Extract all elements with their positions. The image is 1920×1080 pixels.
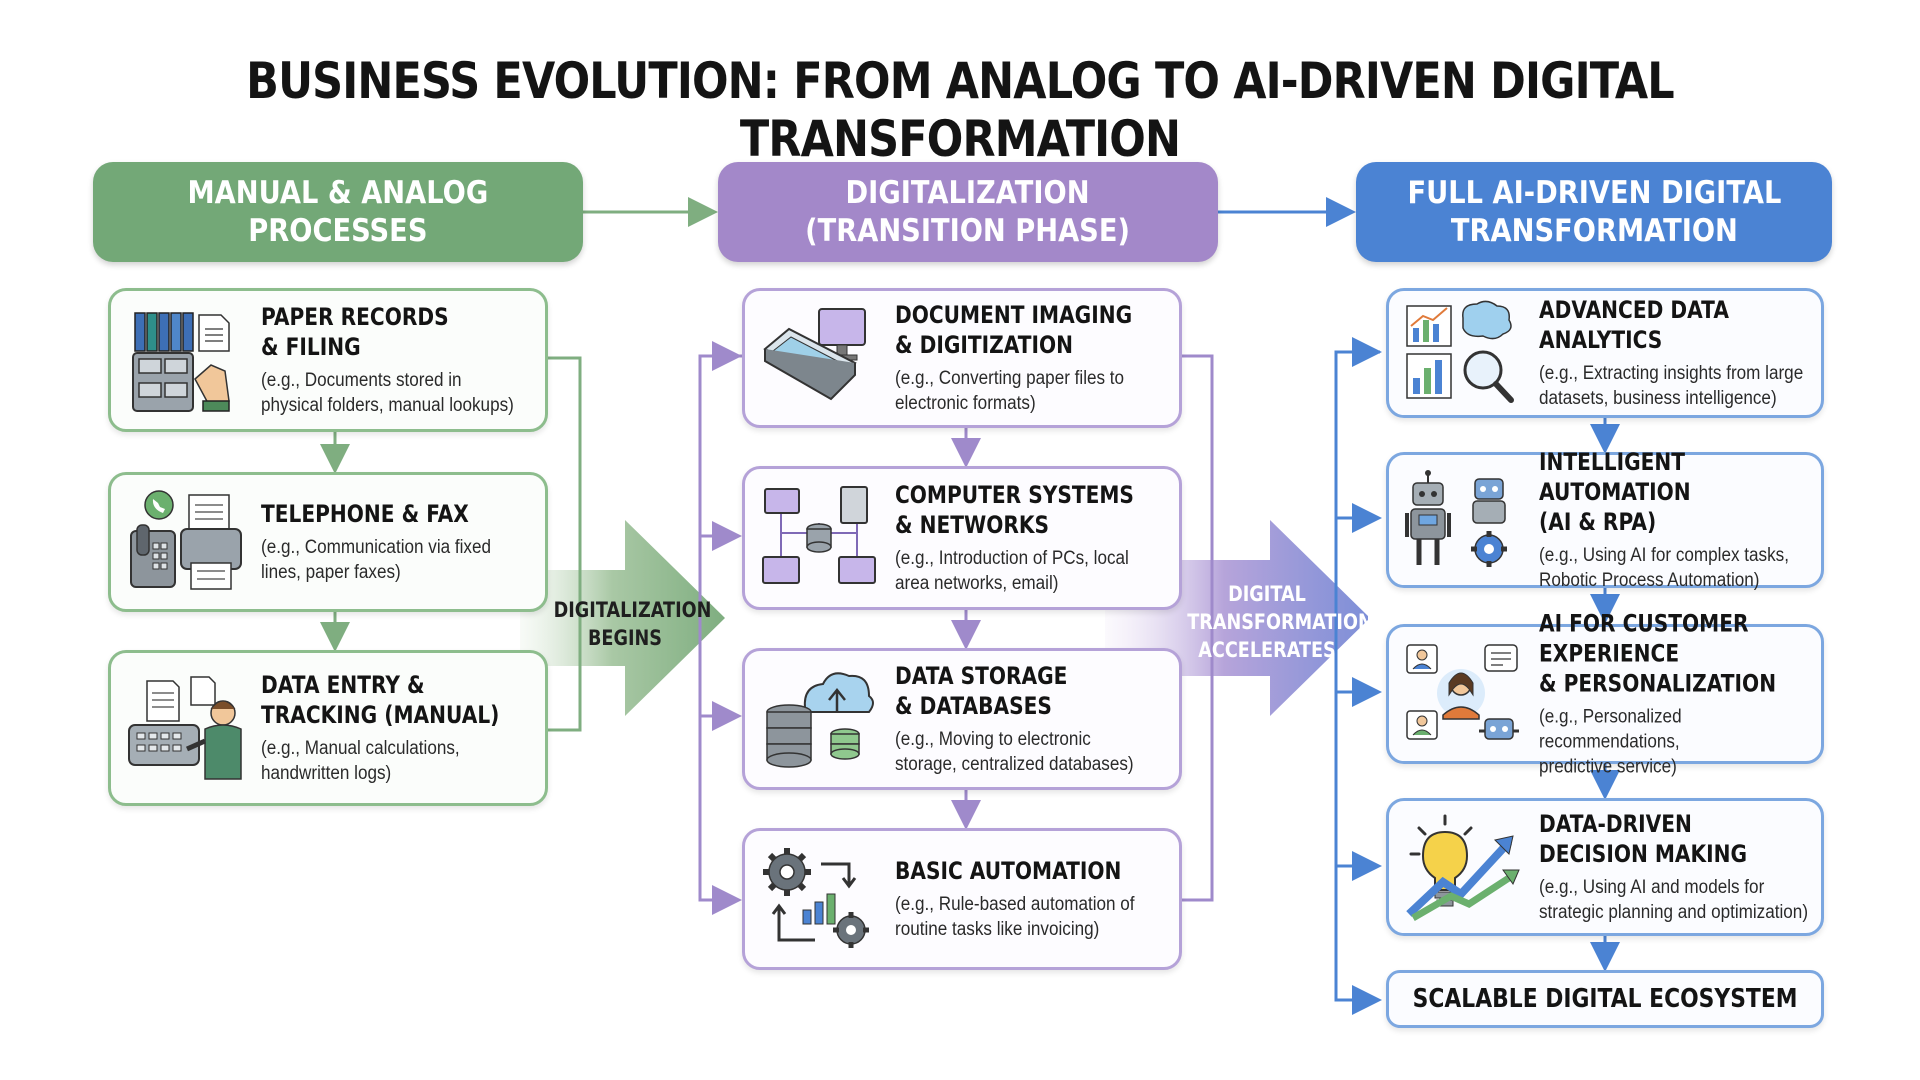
phase-header-digitalization: DIGITALIZATION (TRANSITION PHASE) — [718, 162, 1218, 262]
card-data-driven-decisions: DATA-DRIVEN DECISION MAKING (e.g., Using… — [1386, 798, 1824, 936]
customer-ai-icon — [1406, 644, 1519, 740]
network-computers-icon — [762, 486, 876, 584]
card-description: (e.g., Rule-based automation of routine … — [895, 894, 1135, 940]
page-title: BUSINESS EVOLUTION: FROM ANALOG TO AI-DR… — [246, 52, 1675, 168]
gears-cycle-icon — [763, 848, 869, 948]
scanner-monitor-icon — [763, 308, 866, 401]
card-description: (e.g., Documents stored in physical fold… — [261, 370, 514, 416]
card-title: DATA ENTRY & TRACKING (MANUAL) — [261, 671, 500, 729]
typewriter-clerk-icon — [128, 676, 242, 780]
card-title: PAPER RECORDS & FILING — [261, 303, 449, 361]
transition-label-1: DIGITALIZATION BEGINS — [553, 598, 712, 650]
card-description: (e.g., Manual calculations, handwritten … — [261, 738, 460, 784]
card-description: (e.g., Personalized recommendations, pre… — [1539, 706, 1682, 778]
card-basic-automation: BASIC AUTOMATION (e.g., Rule-based autom… — [742, 828, 1182, 970]
phase-header-manual: MANUAL & ANALOG PROCESSES — [93, 162, 583, 262]
transition-arrow-1 — [520, 520, 725, 716]
card-title: COMPUTER SYSTEMS & NETWORKS — [895, 481, 1134, 539]
card-description: (e.g., Using AI and models for strategic… — [1539, 877, 1809, 923]
lightbulb-growth-icon — [1406, 814, 1520, 922]
card-title: TELEPHONE & FAX — [261, 500, 469, 528]
card-title: BASIC AUTOMATION — [895, 857, 1122, 885]
card-intelligent-automation: INTELLIGENT AUTOMATION (AI & RPA) (e.g.,… — [1386, 448, 1824, 591]
card-description: (e.g., Communication via fixed lines, pa… — [261, 537, 492, 583]
card-computer-systems: COMPUTER SYSTEMS & NETWORKS (e.g., Intro… — [742, 466, 1182, 610]
card-title: DOCUMENT IMAGING & DIGITIZATION — [895, 301, 1133, 359]
card-data-entry: DATA ENTRY & TRACKING (MANUAL) (e.g., Ma… — [108, 650, 548, 806]
final-outcome-box: SCALABLE DIGITAL ECOSYSTEM — [1386, 970, 1824, 1028]
telephone-fax-icon — [130, 490, 242, 590]
card-title: DATA-DRIVEN DECISION MAKING — [1539, 810, 1748, 868]
card-customer-experience: AI FOR CUSTOMER EXPERIENCE & PERSONALIZA… — [1386, 610, 1824, 778]
card-paper-records: PAPER RECORDS & FILING (e.g., Documents … — [108, 288, 548, 432]
card-description: (e.g., Introduction of PCs, local area n… — [895, 548, 1129, 594]
card-title: INTELLIGENT AUTOMATION (AI & RPA) — [1539, 448, 1691, 536]
card-title: DATA STORAGE & DATABASES — [895, 662, 1068, 720]
card-description: (e.g., Moving to electronic storage, cen… — [895, 729, 1134, 775]
card-description: (e.g., Extracting insights from large da… — [1539, 363, 1804, 409]
filing-cabinet-icon — [132, 312, 230, 412]
card-document-imaging: DOCUMENT IMAGING & DIGITIZATION (e.g., C… — [742, 288, 1182, 428]
analytics-brain-icon — [1406, 300, 1514, 403]
card-description: (e.g., Converting paper files to electro… — [895, 368, 1125, 414]
card-description: (e.g., Using AI for complex tasks, Robot… — [1539, 545, 1789, 591]
card-title: AI FOR CUSTOMER EXPERIENCE & PERSONALIZA… — [1539, 609, 1777, 698]
cloud-database-icon — [766, 672, 874, 768]
card-telephone-fax: TELEPHONE & FAX (e.g., Communication via… — [108, 472, 548, 612]
robots-icon — [1405, 470, 1507, 567]
transition-label-2: DIGITAL TRANSFORMATION ACCELERATES — [1187, 582, 1373, 662]
final-outcome-label: SCALABLE DIGITAL ECOSYSTEM — [1412, 984, 1798, 1014]
card-data-storage: DATA STORAGE & DATABASES (e.g., Moving t… — [742, 648, 1182, 790]
phase-header-ai-transformation: FULL AI-DRIVEN DIGITAL TRANSFORMATION — [1356, 162, 1832, 262]
card-advanced-analytics: ADVANCED DATA ANALYTICS (e.g., Extractin… — [1386, 288, 1824, 418]
card-title: ADVANCED DATA ANALYTICS — [1539, 296, 1729, 354]
